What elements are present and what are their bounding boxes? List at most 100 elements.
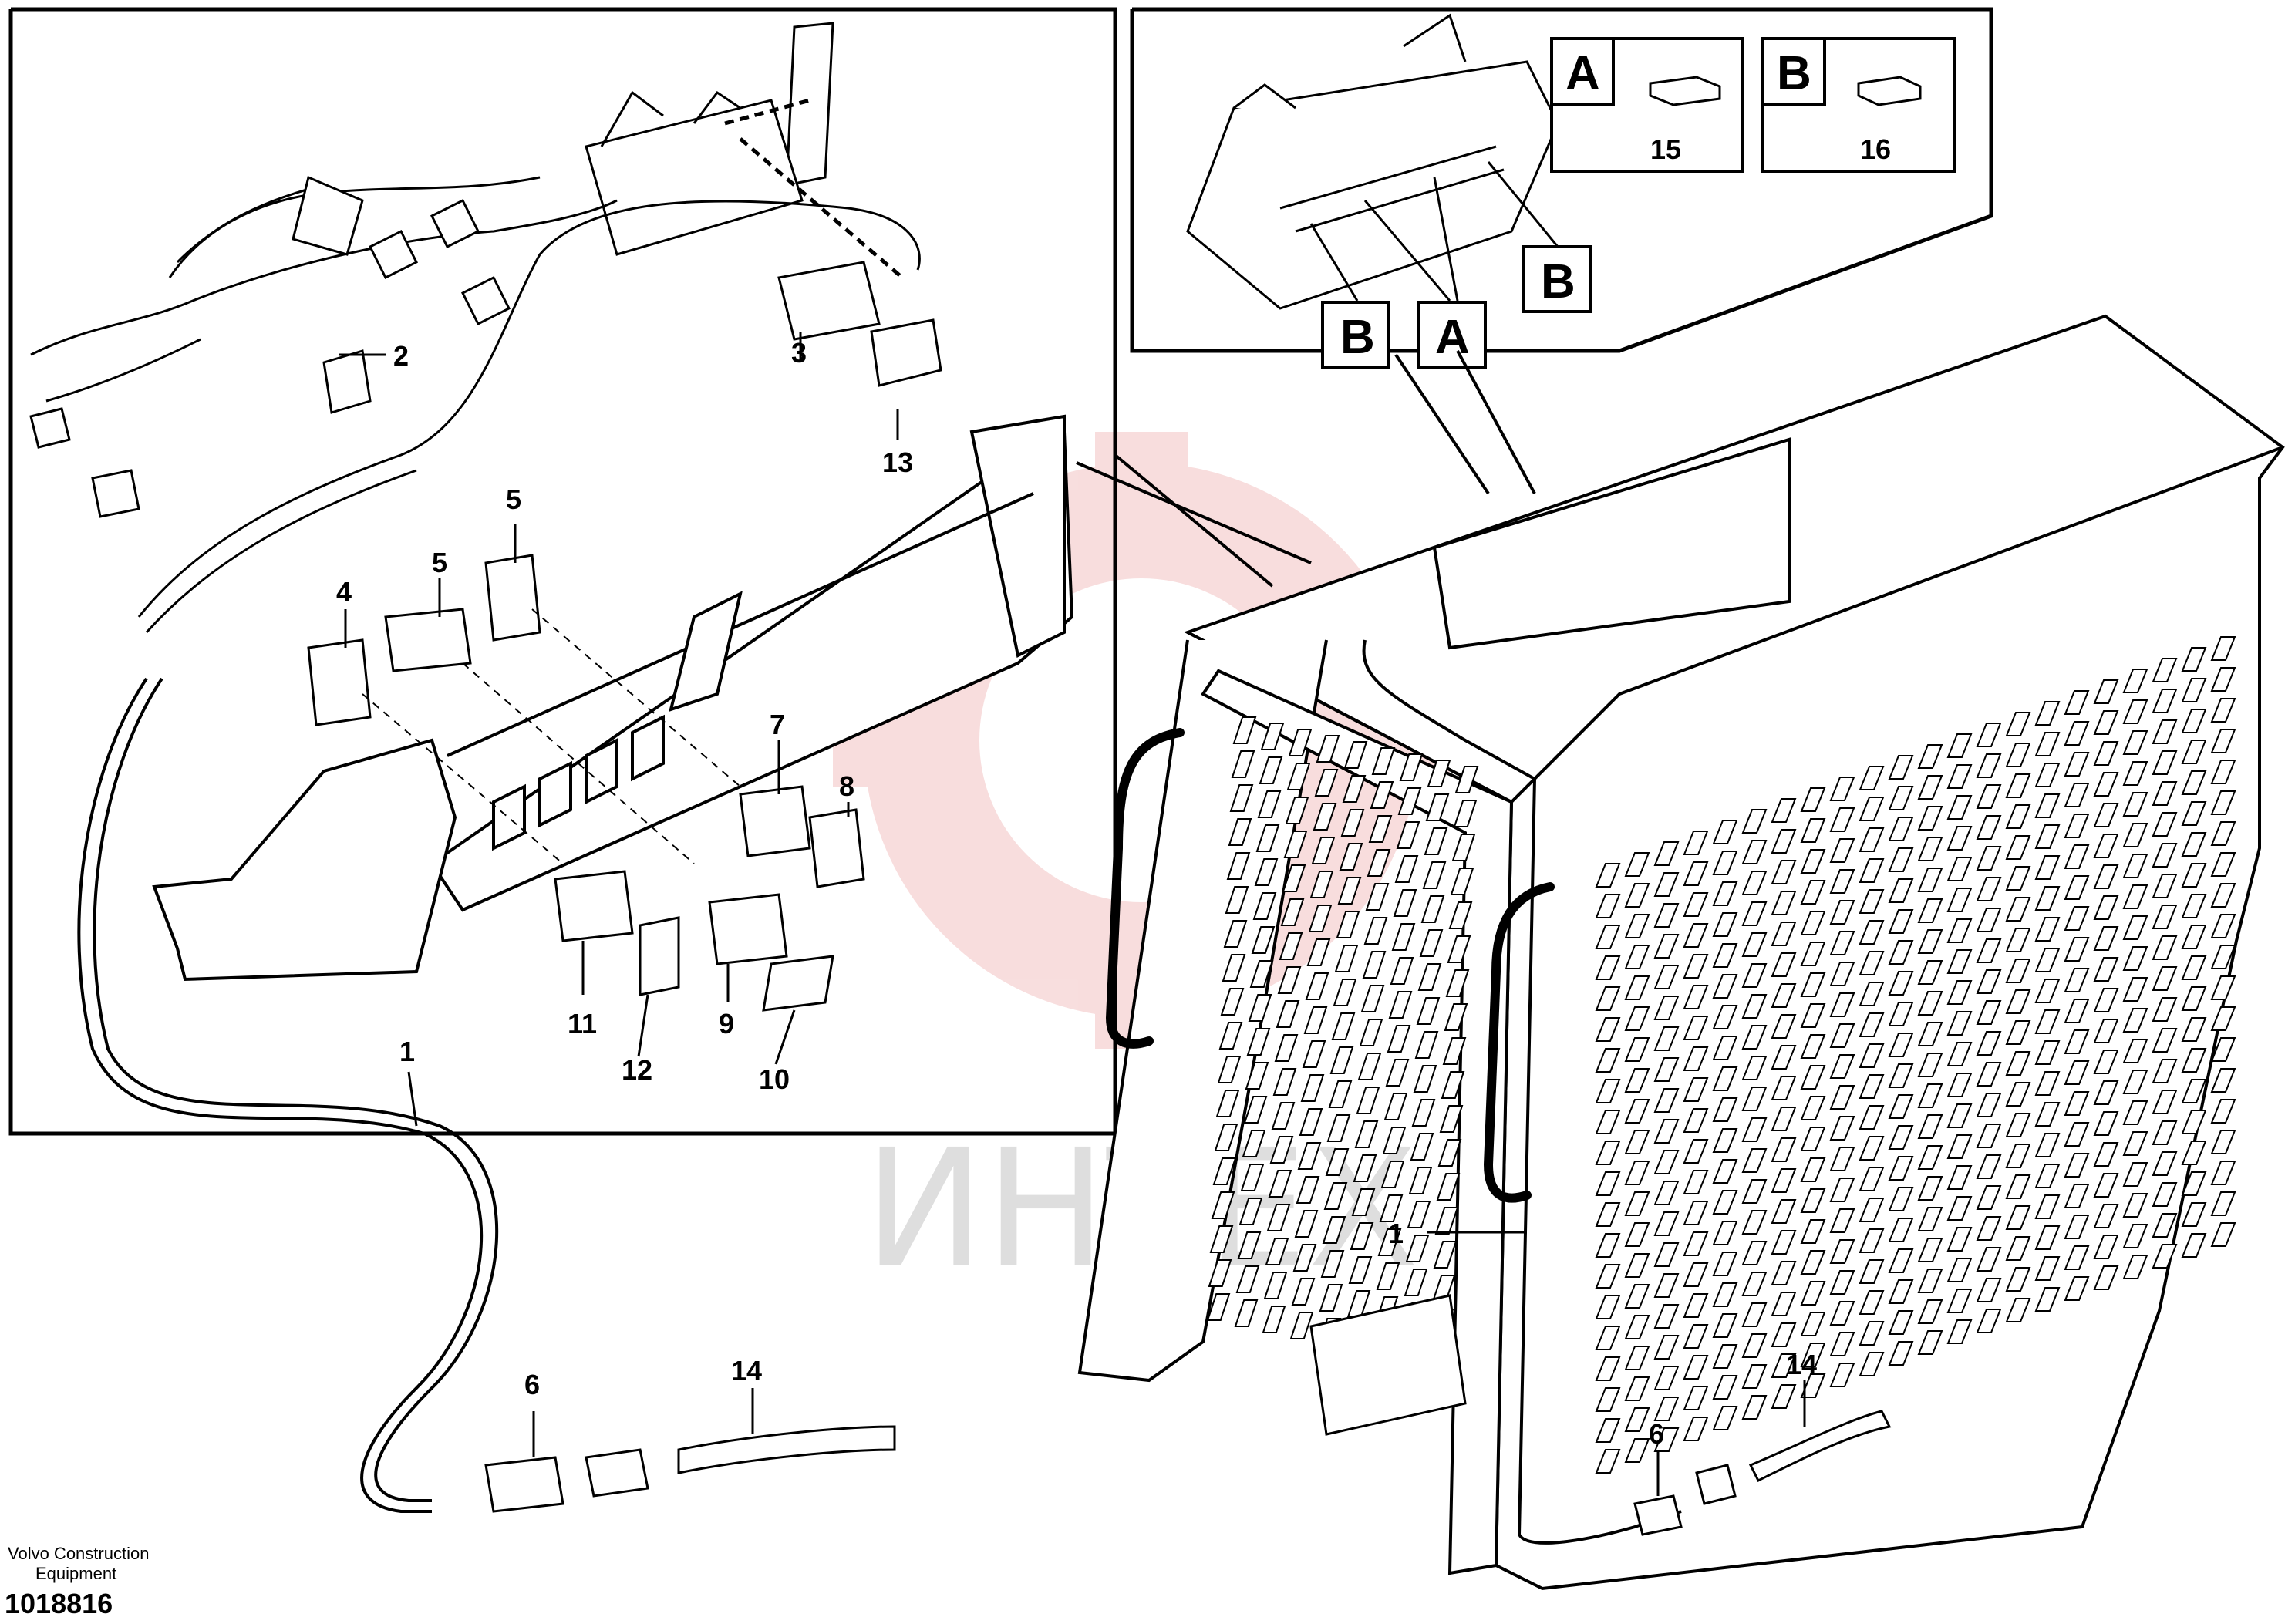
mesh-cell <box>2093 1265 2119 1290</box>
mesh-cell <box>1259 756 1283 784</box>
mesh-cell <box>1917 1299 1943 1324</box>
mesh-cell <box>1368 815 1393 843</box>
mesh-cell <box>1360 985 1385 1012</box>
mesh-cell <box>1416 997 1441 1025</box>
mesh-cell <box>1683 1324 1709 1349</box>
mesh-cell <box>1653 1397 1680 1421</box>
mesh-cell <box>1829 807 1855 832</box>
mesh-cell <box>2210 667 2236 692</box>
mesh-cell <box>1712 820 1738 844</box>
mesh-cell <box>1444 1003 1468 1031</box>
mesh-cell <box>1422 861 1447 889</box>
mesh-cell <box>2093 1050 2119 1074</box>
mesh-cell <box>1289 1312 1314 1339</box>
mesh-cell <box>1888 1063 1914 1088</box>
mesh-cell <box>1741 1272 1768 1296</box>
mesh-cell <box>2034 979 2061 1003</box>
mesh-cell <box>2034 701 2061 726</box>
mesh-cell <box>2005 1082 2031 1107</box>
mesh-cell <box>1653 1304 1680 1329</box>
mesh-cell <box>2122 977 2148 1002</box>
mesh-cell <box>1331 1012 1356 1040</box>
mesh-cell <box>2005 928 2031 952</box>
mesh-cell <box>2210 790 2236 815</box>
mesh-cell <box>1595 1356 1621 1381</box>
mesh-cell <box>1595 1048 1621 1073</box>
mesh-cell <box>1800 1157 1826 1182</box>
mesh-cell <box>2210 945 2236 969</box>
mesh-cell <box>1442 1037 1467 1065</box>
mesh-cell <box>1319 1284 1343 1312</box>
mesh-cell <box>2210 883 2236 908</box>
mesh-cell <box>1976 846 2002 871</box>
mesh-cell <box>1800 1096 1826 1120</box>
mesh-cell <box>1417 963 1442 991</box>
mesh-cell <box>1237 1231 1262 1259</box>
mesh-cell <box>1771 891 1797 915</box>
mesh-cell <box>1712 1406 1738 1430</box>
mesh-cell <box>1800 880 1826 905</box>
callout-8: 8 <box>839 770 854 802</box>
mesh-cell <box>1251 926 1276 954</box>
mesh-cell <box>2122 1100 2148 1125</box>
mesh-cell <box>2064 844 2090 869</box>
mesh-cell <box>1245 1062 1269 1090</box>
cab-floor <box>1309 1294 1467 1436</box>
mesh-cell <box>1917 1022 1943 1046</box>
mesh-cell <box>2210 975 2236 1000</box>
mesh-cell <box>1595 1017 1621 1042</box>
mesh-cell <box>1888 1279 1914 1304</box>
mesh-cell <box>2005 712 2031 736</box>
mesh-cell <box>1683 1046 1709 1071</box>
mesh-cell <box>1771 1168 1797 1193</box>
mesh-cell <box>1741 1056 1768 1080</box>
mesh-cell <box>1829 838 1855 863</box>
mesh-cell <box>2005 959 2031 983</box>
mesh-cell <box>1946 733 1973 758</box>
mesh-cell <box>1624 1068 1650 1093</box>
mesh-cell <box>1771 1137 1797 1162</box>
mesh-cell <box>1653 1119 1680 1144</box>
cab-handles <box>1105 728 1555 1203</box>
mesh-cell <box>1800 1281 1826 1306</box>
legend-box-a: A 15 <box>1550 37 1744 173</box>
mesh-cell <box>1976 1247 2002 1272</box>
mesh-cell <box>1243 1096 1268 1124</box>
mesh-cell <box>1712 1252 1738 1276</box>
mesh-cell <box>2093 1080 2119 1105</box>
mesh-cell <box>1214 1124 1238 1151</box>
mesh-cell <box>1712 1128 1738 1153</box>
mesh-cell <box>1399 753 1424 781</box>
callout-6-right: 6 <box>1649 1418 1664 1450</box>
mesh-cell <box>1209 1225 1234 1253</box>
mesh-cell <box>2152 1059 2178 1083</box>
mesh-cell <box>1653 1242 1680 1267</box>
mesh-cell <box>1771 1199 1797 1224</box>
mesh-cell <box>2210 914 2236 938</box>
mesh-cell <box>2210 636 2236 661</box>
mesh-cell <box>2093 957 2119 982</box>
mesh-cell <box>2064 937 2090 962</box>
mesh-cell <box>1771 1045 1797 1070</box>
mesh-cell <box>1453 800 1478 827</box>
mesh-cell <box>1888 971 1914 996</box>
mesh-cell <box>1323 1182 1348 1210</box>
mesh-cell <box>1741 1333 1768 1358</box>
mesh-cell <box>2152 1182 2178 1207</box>
mesh-cell <box>1917 929 1943 954</box>
mesh-cell <box>2122 1162 2148 1187</box>
mesh-cell <box>2034 1164 2061 1188</box>
mesh-cell <box>1917 1176 1943 1201</box>
mesh-cell <box>1800 818 1826 843</box>
mesh-cell <box>1800 1034 1826 1059</box>
mesh-cell <box>1946 1042 1973 1066</box>
mesh-cell <box>1232 716 1257 744</box>
mesh-cell <box>1859 1167 1885 1191</box>
mesh-cell <box>1357 1053 1382 1080</box>
mesh-cell <box>1829 1147 1855 1171</box>
mesh-cell <box>1829 1208 1855 1233</box>
callout-2: 2 <box>393 340 409 372</box>
mesh-cell <box>1946 1103 1973 1128</box>
mesh-cell <box>1450 868 1474 895</box>
mesh-cell <box>1246 1028 1271 1056</box>
